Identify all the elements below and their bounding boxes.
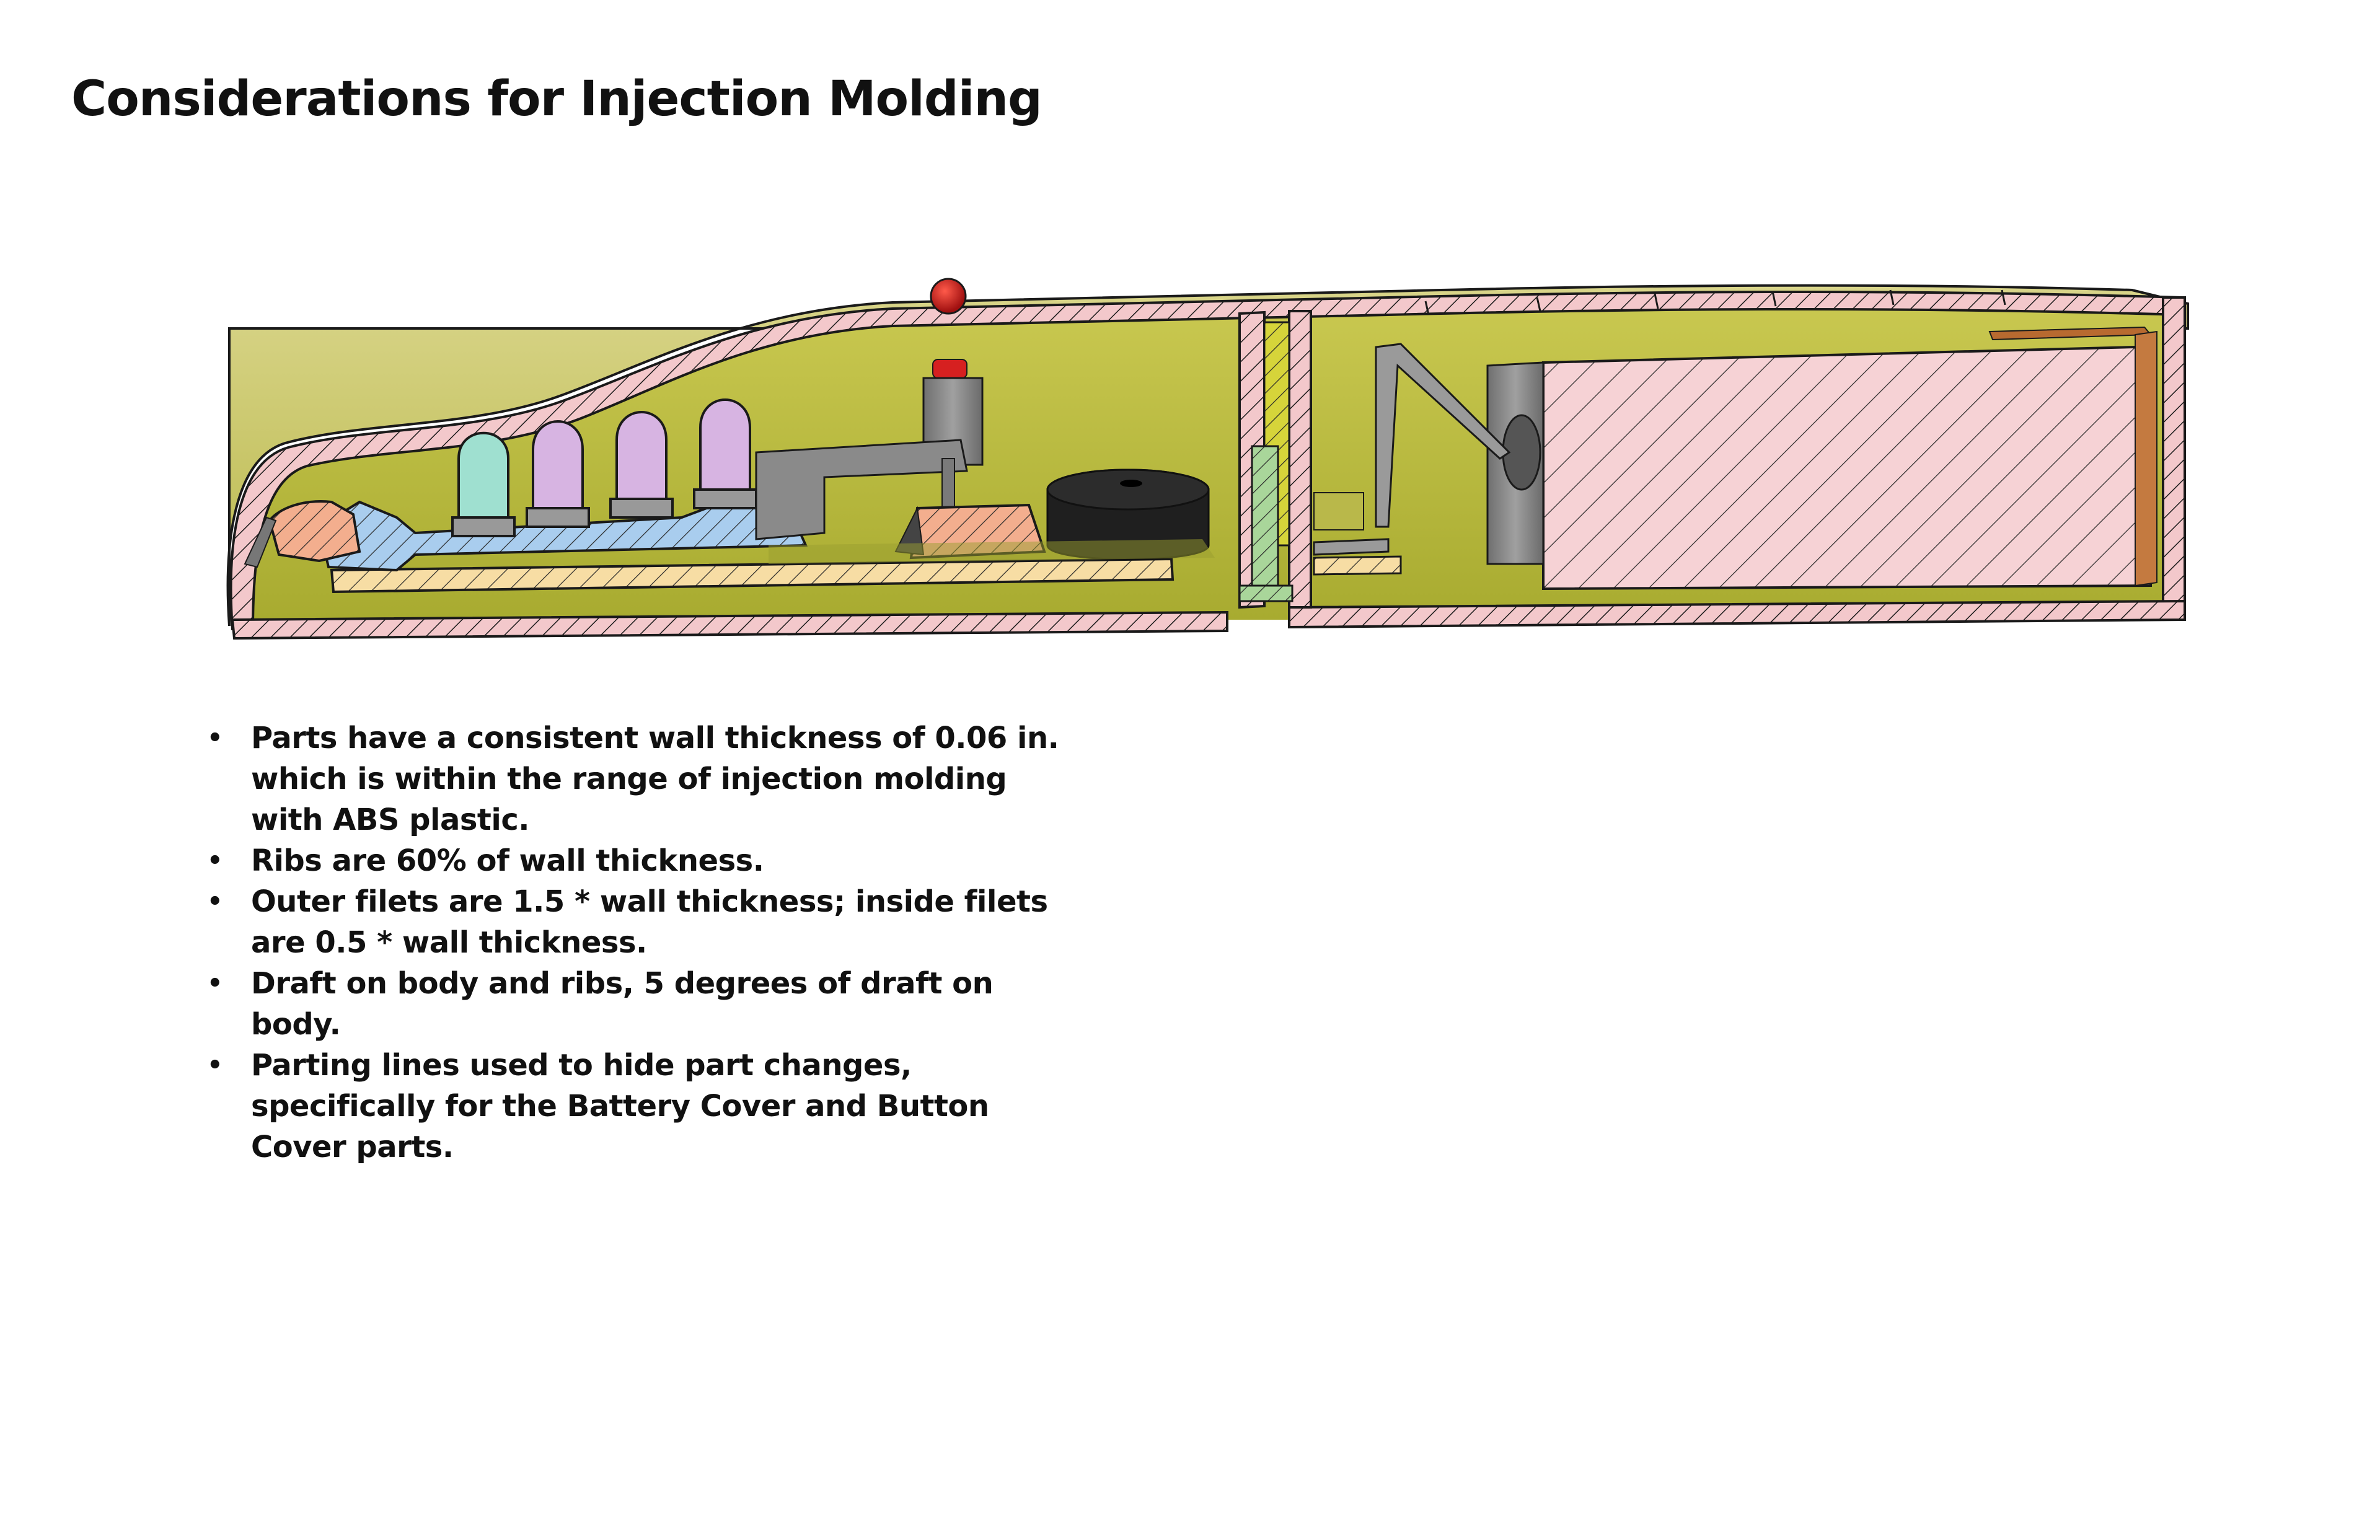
list-item: Parting lines used to hide part changes,… [205,1045,1072,1168]
main-pcb [330,557,1175,594]
center-rib-2 [1288,310,1312,609]
button-lever [755,439,968,540]
screw-boss [1251,445,1279,596]
switch-block [1313,492,1364,530]
led-purple-3 [693,398,757,509]
section-view-icon [226,278,2189,640]
list-item: Draft on body and ribs, 5 degrees of dra… [205,963,1072,1045]
small-pcb [1313,555,1402,576]
button-cap [932,359,967,379]
screw-head [1238,584,1294,602]
switch-base [1313,538,1390,556]
battery-contact-arm [1375,343,1511,528]
led-purple-1 [526,420,590,528]
led-purple-2 [609,411,674,519]
list-item: Ribs are 60% of wall thickness. [205,840,1072,881]
page-title: Considerations for Injection Molding [71,71,1042,127]
button-lever-arm [941,458,955,509]
list-item: Outer filets are 1.5 * wall thickness; i… [205,881,1072,963]
battery-right-contact [2135,330,2157,587]
bullet-list: Parts have a consistent wall thickness o… [205,718,1072,1168]
list-item: Parts have a consistent wall thickness o… [205,718,1072,840]
red-button-icon [930,278,967,315]
housing-wall-bottom [231,610,1228,640]
front-lens [268,500,361,563]
battery [1542,345,2152,591]
front-lens-inner [244,516,277,568]
housing-wall-bottom-right [1288,599,2186,629]
led-cyan [451,431,516,537]
housing-wall-right [2162,296,2186,618]
cross-section-figure [211,273,2194,657]
lower-ledge [769,539,1215,564]
